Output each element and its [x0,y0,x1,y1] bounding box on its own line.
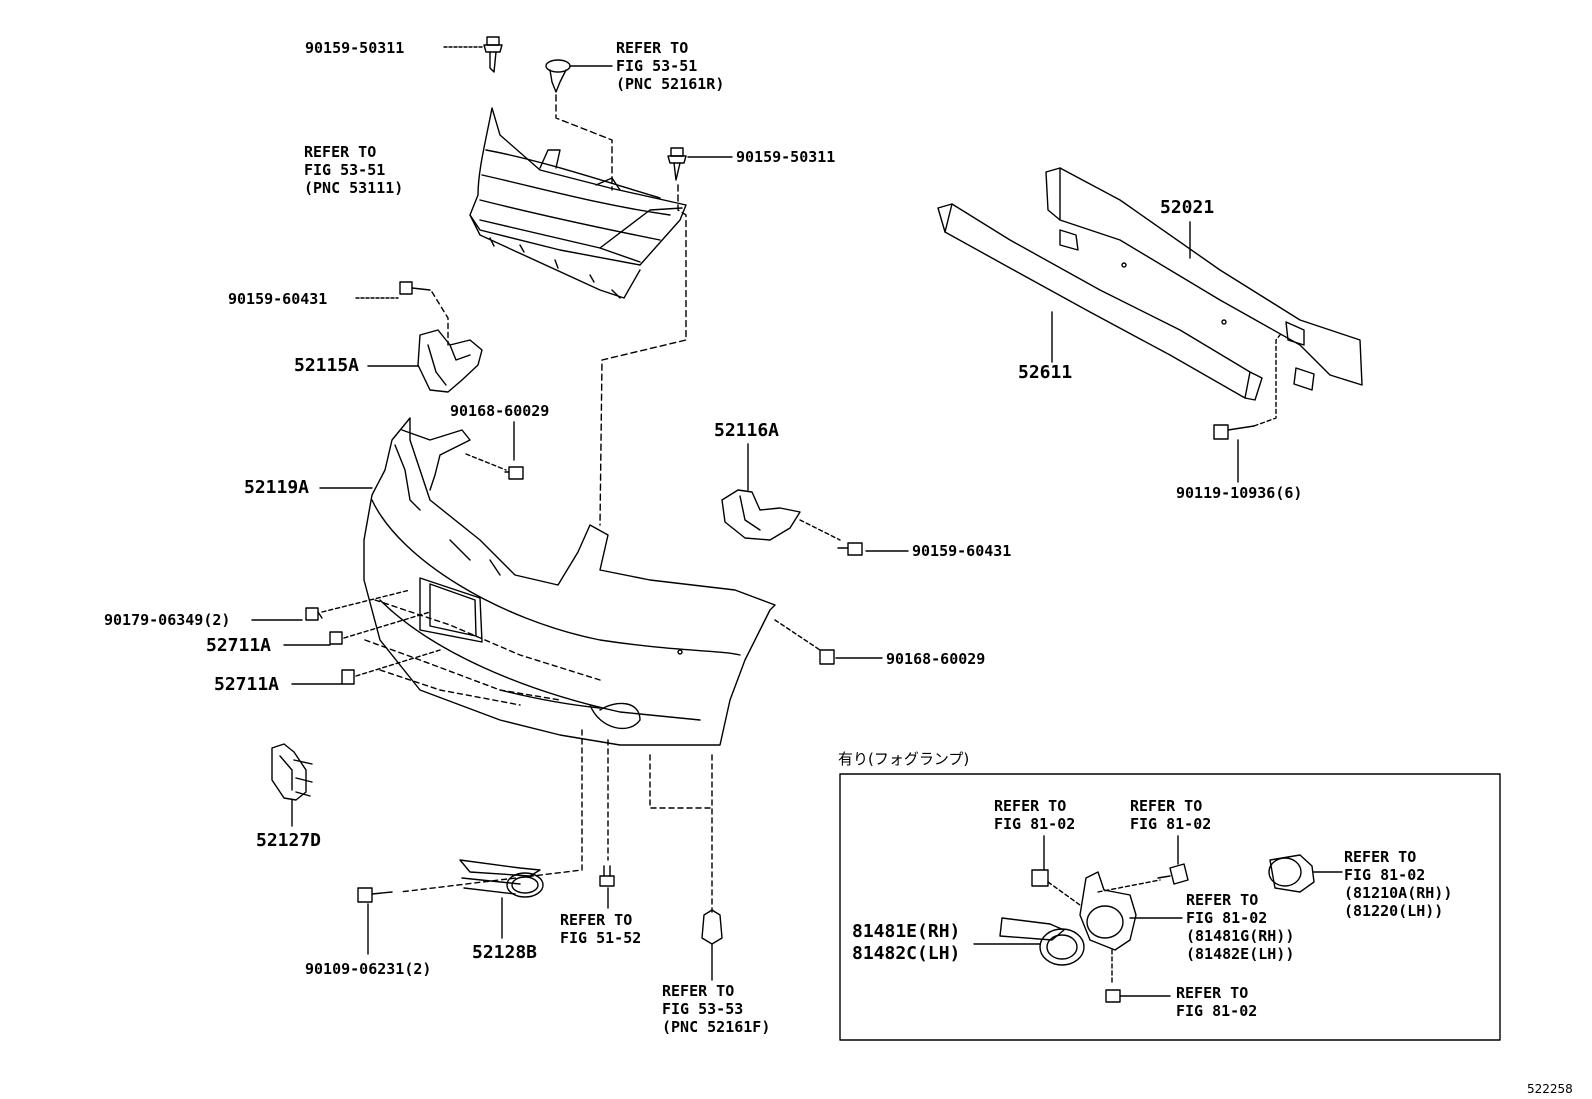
label-90159-50311-right: 90159-50311 [736,148,836,166]
label-90179-06349: 90179-06349(2) [104,611,231,629]
screw-90168-upper-drawing [465,421,524,480]
screw-top-right-drawing [599,147,733,526]
label-refer-fig-81-02-c: REFER TO FIG 81-02 [1176,984,1258,1020]
label-refer-fig-81-02-cover: REFER TO FIG 81-02 (81481G(RH)) (81482E(… [1186,891,1295,963]
label-52128b: 52128B [472,942,538,963]
label-90159-60431-left: 90159-60431 [228,290,328,308]
absorber-52611-drawing [937,203,1263,401]
label-refer-fig-51-52: REFER TO FIG 51-52 [560,911,642,947]
upper-grille-drawing [469,107,687,299]
label-refer-fig-81-02-a: REFER TO FIG 81-02 [994,797,1076,833]
screw-top-left-drawing [443,36,503,73]
reinforcement-52021-drawing [1045,167,1363,391]
diagram-id: 522258 [1527,1082,1573,1096]
label-refer-fig-53-53: REFER TO FIG 53-53 (PNC 52161F) [662,982,771,1036]
fog-lamp-parts-drawing [973,835,1343,1003]
screw-90168-lower-drawing [774,619,883,665]
label-refer-fig-53-51-clip: REFER TO FIG 53-51 (PNC 52161R) [616,39,725,93]
label-52116a: 52116A [714,420,780,441]
label-90119-10936: 90119-10936(6) [1176,484,1303,502]
label-90159-60431-right: 90159-60431 [912,542,1012,560]
label-refer-fig-81-02-lamp: REFER TO FIG 81-02 (81210A(RH)) (81220(L… [1344,848,1453,920]
label-52119a: 52119A [244,477,310,498]
label-52021: 52021 [1160,197,1215,218]
label-81481e-81482c: 81481E(RH) 81482C(LH) [852,921,961,964]
bracket-52127d-drawing [271,743,313,827]
label-90168-60029-lower: 90168-60029 [886,650,986,668]
clip-top-drawing [545,59,613,191]
label-90168-60029-upper: 90168-60029 [450,402,550,420]
label-refer-fig-81-02-b: REFER TO FIG 81-02 [1130,797,1212,833]
bracket-52115a-drawing [355,281,483,393]
fog-lamp-inset-frame [839,773,1501,1041]
bolt-90119-drawing [1213,334,1281,483]
bumper-cover-drawing [319,417,776,746]
label-52115a: 52115A [294,355,360,376]
fog-lamp-heading: 有り(フォグランプ) [838,750,970,768]
fog-cover-52128b-drawing [459,859,544,939]
label-52611: 52611 [1018,362,1073,383]
label-refer-fig-53-51-grille: REFER TO FIG 53-51 (PNC 53111) [304,143,404,197]
label-52711a-upper: 52711A [206,635,272,656]
label-90109-06231: 90109-06231(2) [305,960,432,978]
retainers-drawing [251,589,601,706]
lower-leaders-drawing [357,729,723,981]
label-90159-50311-top: 90159-50311 [305,39,405,57]
label-52127d: 52127D [256,830,322,851]
bracket-52116a-drawing [721,443,909,556]
label-52711a-lower: 52711A [214,674,280,695]
